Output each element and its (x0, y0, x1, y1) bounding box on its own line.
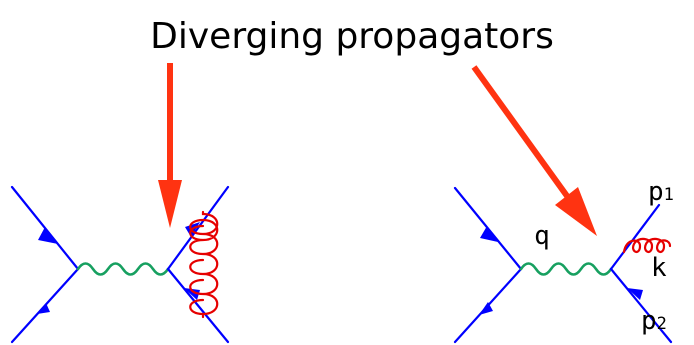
fermion-arrow-upper-left (480, 226, 498, 242)
fermion-arrow-lower-right (184, 288, 200, 300)
gluon-emission-k (622, 237, 672, 254)
label-k: k (651, 253, 667, 283)
photon-propagator-left (76, 262, 170, 276)
fermion-line-p1 (609, 203, 661, 271)
fermion-line-lower-right (166, 267, 230, 344)
fermion-arrow-p2 (627, 288, 643, 300)
gluon-exchange-left (189, 210, 219, 319)
pointer-arrow-right (471, 65, 597, 236)
fermion-arrow-lower-left (37, 303, 50, 314)
fermion-arrow-upper-left (38, 227, 58, 244)
pointer-arrow-left (158, 63, 182, 228)
fermion-line-upper-right (166, 185, 230, 271)
left-feynman-diagram (10, 185, 230, 344)
photon-propagator-right (519, 262, 613, 276)
page-title: Diverging propagators (150, 16, 554, 57)
label-q: q (534, 221, 550, 251)
fermion-arrow-lower-left (479, 302, 493, 315)
label-p1: p1 (648, 177, 674, 207)
fermion-line-p2 (609, 267, 673, 344)
right-feynman-diagram: q p1 k p2 (453, 177, 674, 344)
label-p2: p2 (641, 306, 667, 336)
